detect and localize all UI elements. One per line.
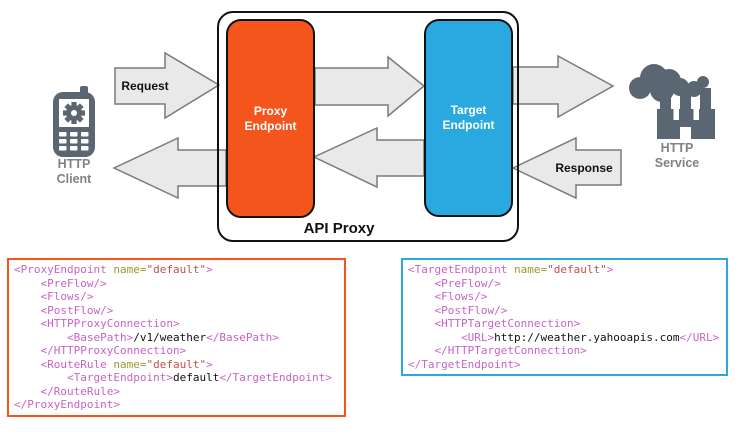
code-line: <PreFlow/> — [408, 276, 501, 290]
response-label: Response — [555, 161, 613, 175]
code-line: <Flows/> — [408, 290, 488, 303]
code-line: <PostFlow/> — [14, 303, 114, 317]
code-line: <TargetEndpoint>default</TargetEndpoint> — [14, 371, 332, 384]
mobile-phone-icon — [50, 86, 98, 158]
request-arrow — [114, 51, 221, 120]
proxy-endpoint-box: Proxy Endpoint — [226, 19, 315, 218]
target-endpoint-label: Target Endpoint — [442, 103, 495, 132]
code-line: </TargetEndpoint> — [408, 357, 521, 371]
api-proxy-container — [217, 11, 519, 242]
code-line: <PostFlow/> — [408, 303, 508, 317]
proxy-endpoint-code-block: <ProxyEndpoint name="default"> <PreFlow/… — [7, 258, 346, 417]
http-service-label: HTTP Service — [654, 141, 700, 170]
api-proxy-label: API Proxy — [303, 220, 375, 237]
response-arrow — [511, 136, 622, 200]
code-line: <BasePath>/v1/weather</BasePath> — [14, 330, 279, 344]
http-client-label: HTTP Client — [56, 157, 92, 186]
target-to-service-arrow — [512, 54, 615, 119]
target-endpoint-code-block: <TargetEndpoint name="default"> <PreFlow… — [401, 258, 728, 376]
code-line: </HTTPTargetConnection> — [408, 344, 587, 357]
target-endpoint-box: Target Endpoint — [424, 19, 513, 217]
client-return-arrow — [112, 136, 227, 200]
proxy-to-target-arrow — [314, 55, 426, 118]
code-line: <TargetEndpoint name="default"> — [408, 263, 614, 276]
code-line: </ProxyEndpoint> — [14, 398, 120, 411]
request-label: Request — [121, 79, 169, 93]
code-line: </RouteRule> — [14, 384, 120, 398]
code-line: <ProxyEndpoint name="default"> — [14, 263, 213, 276]
code-line: <HTTPTargetConnection> — [408, 317, 581, 330]
code-line: <HTTPProxyConnection> — [14, 317, 180, 330]
code-line: <URL>http://weather.yahooapis.com</URL> — [408, 330, 720, 344]
code-line: <Flows/> — [14, 290, 94, 303]
factory-icon — [624, 57, 720, 143]
code-line: <PreFlow/> — [14, 276, 107, 290]
target-to-proxy-arrow — [312, 126, 425, 189]
proxy-endpoint-label: Proxy Endpoint — [244, 103, 297, 133]
code-line: </HTTPProxyConnection> — [14, 344, 187, 357]
code-line: <RouteRule name="default"> — [14, 357, 213, 371]
